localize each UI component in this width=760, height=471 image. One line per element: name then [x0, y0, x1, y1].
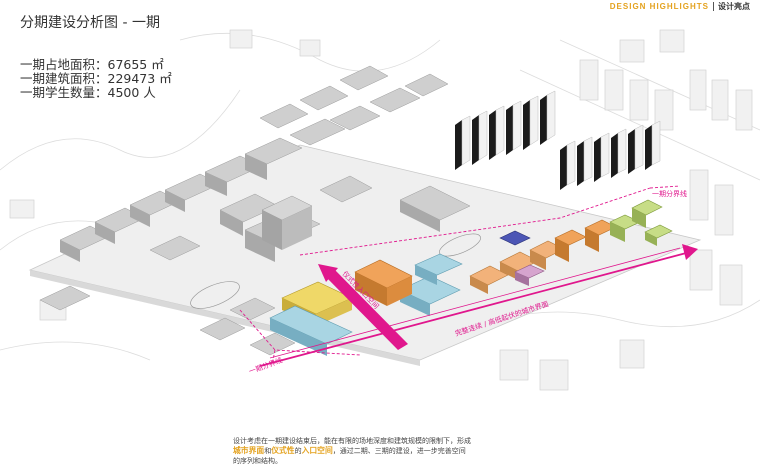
caption-highlight-entrance-space: 入口空间: [302, 446, 333, 455]
caption-line-3: 的序列和结构。: [233, 456, 533, 466]
boundary-label-top: 一期分界线: [652, 189, 687, 198]
caption-line-1: 设计考虑在一期建设结束后，能在有限的场地深度和建筑规模的限制下，形成: [233, 436, 533, 446]
design-caption: 设计考虑在一期建设结束后，能在有限的场地深度和建筑规模的限制下，形成 城市界面和…: [233, 436, 533, 466]
caption-highlight-ceremonial: 仪式性: [271, 446, 294, 455]
caption-line-2-tail: ，通过二期、三期的建设，进一步完善空间: [333, 447, 466, 455]
caption-highlight-city-interface: 城市界面: [233, 446, 264, 455]
site-axonometric-diagram: 一期分界线 一期分界线 仪式性入口空间 完整连续 / 高低起伏的城市界面: [0, 0, 760, 430]
caption-line-2: 城市界面和仪式性的入口空间，通过二期、三期的建设，进一步完善空间: [233, 446, 533, 456]
boundary-label-bottom: 一期分界线: [248, 355, 284, 375]
caption-connector-2: 的: [295, 447, 302, 455]
